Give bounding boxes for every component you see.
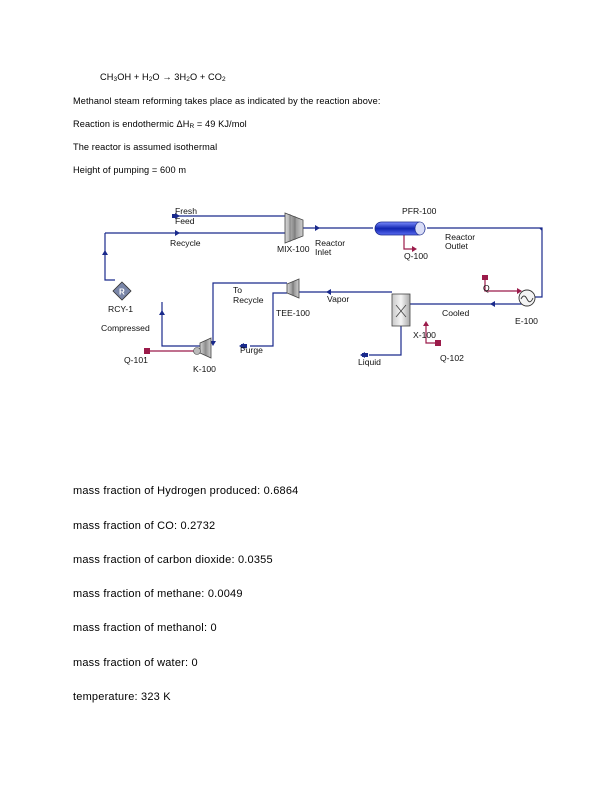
label-liquid: Liquid	[358, 357, 381, 367]
rcy-icon-letter: R	[119, 288, 125, 297]
separator-body	[391, 293, 411, 327]
label-q102: Q-102	[440, 353, 464, 363]
tee-tee100[interactable]	[286, 278, 300, 299]
stream-recycle-left	[104, 233, 115, 281]
label-recycle: Recycle	[170, 238, 201, 248]
stream-compressed	[161, 302, 203, 347]
material-streams	[104, 215, 543, 356]
arrow	[423, 321, 429, 326]
enthalpy-value: = 49 KJ/mol	[194, 119, 247, 129]
stream-liquid	[369, 325, 402, 356]
stream-to-recycle	[212, 282, 287, 341]
arrow	[175, 213, 180, 219]
arrow	[159, 310, 165, 315]
enthalpy-line: Reaction is endothermic ΔHR = 49 KJ/mol	[73, 119, 247, 130]
stream-purge	[250, 292, 287, 347]
arrow-tail	[172, 214, 175, 218]
arrow	[539, 228, 542, 231]
result-methanol: mass fraction of methanol: 0	[73, 622, 217, 634]
result-co: mass fraction of CO: 0.2732	[73, 520, 216, 532]
process-flow-diagram: R Fresh Feed Recycle MIX-100 Reactor Inl…	[101, 206, 543, 374]
separator-x100[interactable]	[391, 293, 411, 327]
arrow-tail	[435, 340, 441, 346]
label-purge: Purge	[240, 345, 263, 355]
compressor-body	[199, 337, 212, 359]
arrow-tail	[144, 348, 150, 354]
label-fresh-feed-2: Feed	[175, 216, 195, 226]
arrow-tail	[482, 275, 488, 280]
isothermal-line: The reactor is assumed isothermal	[73, 142, 218, 152]
result-water: mass fraction of water: 0	[73, 657, 198, 669]
arrow	[102, 250, 108, 255]
label-e100: E-100	[515, 316, 538, 326]
label-q: Q	[483, 283, 490, 293]
label-q100: Q-100	[404, 251, 428, 261]
arrow	[210, 341, 216, 346]
stream-reactor-outlet	[427, 227, 543, 298]
label-compressed: Compressed	[101, 323, 150, 333]
material-arrows	[102, 213, 542, 358]
reactor-pfr100[interactable]	[374, 221, 426, 236]
recycle-rcy1[interactable]: R	[112, 281, 132, 301]
label-q101: Q-101	[124, 355, 148, 365]
cooler-coil	[520, 295, 534, 303]
result-co2: mass fraction of carbon dioxide: 0.0355	[73, 554, 273, 566]
energy-streams	[147, 235, 517, 352]
eq-sub: 2	[148, 76, 153, 83]
label-reactor-outlet-1: Reactor	[445, 232, 475, 242]
result-hydrogen: mass fraction of Hydrogen produced: 0.68…	[73, 485, 299, 497]
label-x100: X-100	[413, 330, 436, 340]
reactor-cap	[414, 221, 426, 236]
enthalpy-sub: R	[189, 123, 195, 130]
label-pfr100: PFR-100	[402, 206, 437, 216]
pumping-line: Height of pumping = 600 m	[73, 165, 187, 175]
mixer-body	[284, 212, 304, 244]
reaction-equation: CH3OH + H2O → 3H2O + CO2	[100, 72, 226, 83]
eq-sub: 2	[186, 76, 190, 83]
label-fresh-feed-1: Fresh	[175, 206, 197, 216]
cooler-e100[interactable]	[518, 289, 536, 307]
eq-arrow: →	[162, 72, 172, 82]
arrow	[315, 225, 320, 231]
recycle-body	[112, 281, 132, 301]
arrow-head	[241, 344, 247, 348]
label-to-recycle-2: Recycle	[233, 295, 264, 305]
energy-q100	[403, 235, 412, 250]
result-temperature: temperature: 323 K	[73, 691, 171, 703]
label-reactor-outlet-2: Outlet	[445, 241, 469, 251]
label-reactor-inlet-1: Reactor	[315, 238, 345, 248]
separator-x	[395, 304, 407, 318]
label-cooled: Cooled	[442, 308, 469, 318]
enthalpy-text: Reaction is endothermic ΔH	[73, 119, 190, 129]
eq-water: OH + H	[117, 72, 149, 82]
eq-sub: 3	[113, 76, 118, 83]
arrow	[517, 288, 522, 294]
mixer-mix100[interactable]	[284, 212, 304, 244]
result-methane: mass fraction of methane: 0.0049	[73, 588, 243, 600]
label-vapor: Vapor	[327, 294, 349, 304]
eq-hydrogen: 3H	[174, 72, 187, 82]
label-tee100: TEE-100	[276, 308, 310, 318]
energy-q102	[425, 323, 438, 344]
intro-line: Methanol steam reforming takes place as …	[73, 96, 381, 106]
eq-methanol: CH	[100, 72, 114, 82]
compressor-motor	[193, 347, 201, 355]
arrow	[490, 301, 495, 307]
eq-water-o: O	[152, 72, 160, 82]
arrow	[412, 246, 417, 252]
arrow	[175, 230, 180, 236]
label-k100: K-100	[193, 364, 216, 374]
compressor-k100[interactable]	[193, 337, 212, 359]
label-reactor-inlet-2: Inlet	[315, 247, 332, 257]
arrow	[326, 289, 331, 295]
energy-q	[484, 278, 517, 292]
eq-sub: 2	[221, 76, 226, 83]
arrow-head	[362, 353, 368, 357]
eq-co2: O + CO	[189, 72, 222, 82]
cooler-shell	[518, 289, 536, 307]
label-to-recycle-1: To	[233, 285, 242, 295]
label-mix100: MIX-100	[277, 244, 310, 254]
label-rcy1: RCY-1	[108, 304, 133, 314]
